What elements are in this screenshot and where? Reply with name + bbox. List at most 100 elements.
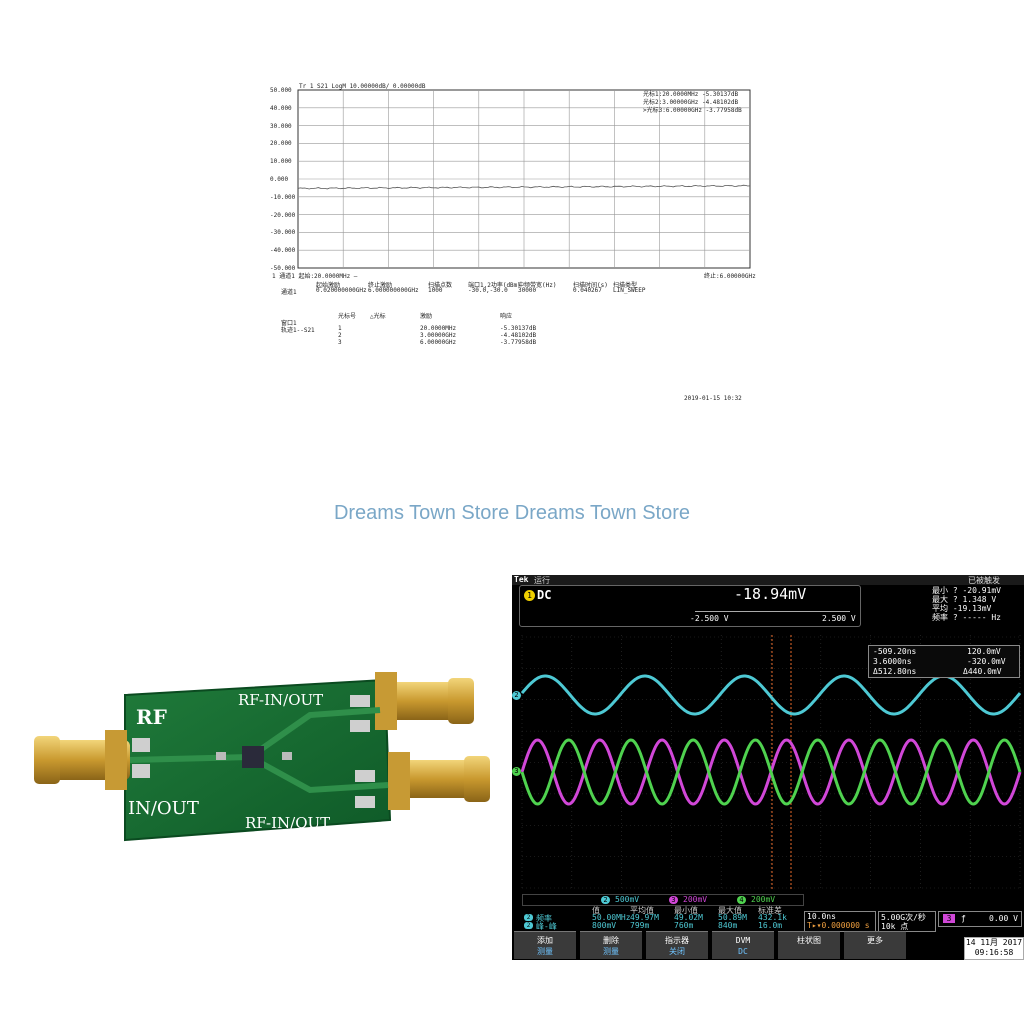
dvm-stat-label: 最小 bbox=[932, 586, 953, 595]
marker-table-header: 激励 bbox=[420, 313, 433, 320]
vna-stop-freq: 终止:6.00000GHz bbox=[704, 273, 756, 280]
measurement-value: 799m bbox=[630, 921, 650, 930]
cursor-a-time: -509.20ns bbox=[873, 647, 917, 656]
vna-y-tick: 20.000 bbox=[270, 140, 292, 148]
softkey-label: 删除 bbox=[603, 936, 619, 945]
measurement-header: 最小值 bbox=[674, 906, 698, 915]
marker-3-readout: >光标3:6.00000GHz -3.77958dB bbox=[643, 107, 742, 114]
sweep-value: 1000 bbox=[428, 287, 443, 294]
trace-label: 轨迹1--S21 bbox=[281, 327, 315, 334]
vna-y-tick: -20.000 bbox=[270, 211, 296, 219]
s21-trace bbox=[297, 184, 751, 190]
cursor-b-time: 3.6000ns bbox=[873, 657, 912, 666]
sweep-value: 6.000000000GHz bbox=[368, 287, 419, 294]
datetime-box: 14 11月 2017 09:16:58 bbox=[964, 937, 1024, 960]
trigger-status: 已被触发 bbox=[968, 576, 1000, 585]
dvm-stat-label: 频率 bbox=[932, 613, 953, 622]
sweep-header: 扫描点数 bbox=[428, 282, 453, 289]
sweep-channel-label: 通道1 bbox=[281, 289, 297, 296]
channel-badge[interactable]: 4 bbox=[737, 896, 746, 904]
softkey-sublabel: 关闭 bbox=[669, 947, 685, 956]
measurement-value: 840m bbox=[718, 921, 738, 930]
softkey-button[interactable]: 添加测量 bbox=[514, 931, 576, 959]
vna-chart bbox=[297, 89, 751, 269]
softkey-label: 添加 bbox=[537, 936, 553, 945]
sweep-value: -30.0,-30.0 bbox=[468, 287, 508, 294]
vna-start-freq: 1 通道1 起始:20.0000MHz — bbox=[272, 273, 358, 280]
vna-plot-panel: Tr 1 S21 LogM 10.00000dB/ 0.00000dB 50.0… bbox=[268, 80, 768, 410]
marker-table-cell: 20.0000MHz bbox=[420, 325, 457, 332]
marker-table-header: △光标 bbox=[370, 313, 386, 320]
board-illustration: RF IN/OUT RF-IN/OUT RF-IN/OUT bbox=[34, 672, 490, 842]
vna-y-tick: 40.000 bbox=[270, 104, 292, 112]
silk-label-top-port: RF-IN/OUT bbox=[238, 691, 323, 709]
waveform-ch2 bbox=[520, 674, 1022, 716]
marker-table-cell: 2 bbox=[338, 332, 342, 339]
sample-rate: 5.00G次/秒 bbox=[881, 913, 926, 922]
softkey-label: 柱状图 bbox=[797, 936, 821, 945]
marker-table-cell: -5.30137dB bbox=[500, 325, 537, 332]
vna-y-tick: -30.000 bbox=[270, 229, 296, 237]
trigger-channel: 3 bbox=[943, 914, 955, 923]
timebase-box[interactable]: 10.0ns T▸▾0.000000 s bbox=[804, 911, 876, 932]
sweep-value: LIN_SWEEP bbox=[613, 287, 646, 294]
cursor-readout-box: -509.20ns 120.0mV 3.6000ns -320.0mV Δ512… bbox=[868, 645, 1020, 678]
channel-1-badge: 1 bbox=[524, 590, 535, 601]
vna-y-tick: 10.000 bbox=[270, 158, 292, 166]
dvm-stat-label: 最大 bbox=[932, 595, 953, 604]
sweep-value: 30000 bbox=[518, 287, 537, 294]
scope-time: 09:16:58 bbox=[974, 948, 1014, 957]
record-length: 10k 点 bbox=[881, 922, 909, 931]
softkey-button[interactable]: 指示器关闭 bbox=[646, 931, 708, 959]
timebase-value: 10.0ns bbox=[807, 912, 836, 921]
coupling-label: DC bbox=[537, 588, 552, 602]
softkey-button[interactable]: 柱状图 bbox=[778, 931, 840, 959]
measurement-value: 50.00MHz bbox=[592, 913, 631, 922]
dvm-stat-row: 最大 ? 1.348 V bbox=[932, 595, 1001, 604]
vna-y-tick: -10.000 bbox=[270, 193, 296, 201]
vna-timestamp: 2019-01-15 10:32 bbox=[684, 395, 742, 402]
channel-scale-value: 500mV bbox=[615, 895, 640, 904]
scope-brand: Tek bbox=[514, 575, 529, 584]
measurement-name: 频率 bbox=[536, 914, 552, 923]
acquisition-box[interactable]: 5.00G次/秒 10k 点 bbox=[878, 911, 936, 932]
softkey-sublabel: 测量 bbox=[603, 947, 619, 956]
dvm-panel bbox=[519, 585, 861, 627]
scope-date: 14 11月 2017 bbox=[965, 938, 1023, 947]
vna-y-tick: 30.000 bbox=[270, 122, 292, 130]
sweep-header: 扫描类型 bbox=[613, 282, 638, 289]
softkey-label: 指示器 bbox=[665, 936, 689, 945]
silk-label-rf: RF bbox=[136, 705, 167, 729]
sweep-header: 终止激励 bbox=[368, 282, 393, 289]
marker-table-cell: -3.77958dB bbox=[500, 339, 537, 346]
vna-y-tick: -40.000 bbox=[270, 247, 296, 255]
trigger-level: 0.00 V bbox=[989, 914, 1018, 923]
softkey-sublabel: 测量 bbox=[537, 947, 553, 956]
dvm-stat-row: 平均 -19.13mV bbox=[932, 604, 1001, 613]
channel-badge[interactable]: 2 bbox=[601, 896, 610, 904]
marker-table-cell: 1 bbox=[338, 325, 342, 332]
channel-scale-value: 200mV bbox=[683, 895, 708, 904]
softkey-button[interactable]: 删除测量 bbox=[580, 931, 642, 959]
dvm-scale-bar bbox=[695, 611, 850, 612]
trigger-box[interactable]: 3 ƒ 0.00 V bbox=[938, 911, 1022, 927]
marker-1-readout: 光标1:20.0000MHz -5.30137dB bbox=[643, 91, 739, 98]
dvm-stat-value: ? -20.91mV bbox=[952, 586, 1001, 595]
sweep-header: 起始激励 bbox=[316, 282, 341, 289]
measurement-channel-badge: 2 bbox=[524, 922, 533, 929]
cursor-delta-time: Δ512.80ns bbox=[873, 667, 917, 676]
channel-badge[interactable]: 3 bbox=[669, 896, 678, 904]
marker-table-cell: 3 bbox=[338, 339, 342, 346]
sweep-header: 端口1,2功率(dBm) bbox=[468, 282, 521, 289]
softkey-button[interactable]: 更多 bbox=[844, 931, 906, 959]
ch4-ground-marker: 3 bbox=[512, 767, 521, 776]
splitter-ic bbox=[242, 746, 264, 768]
marker-table-cell: -4.48102dB bbox=[500, 332, 537, 339]
trigger-edge-icon: ƒ bbox=[961, 914, 966, 923]
measurement-value: 760m bbox=[674, 921, 694, 930]
measurement-header: 值 bbox=[592, 906, 600, 915]
vna-y-tick: 50.000 bbox=[270, 87, 292, 94]
